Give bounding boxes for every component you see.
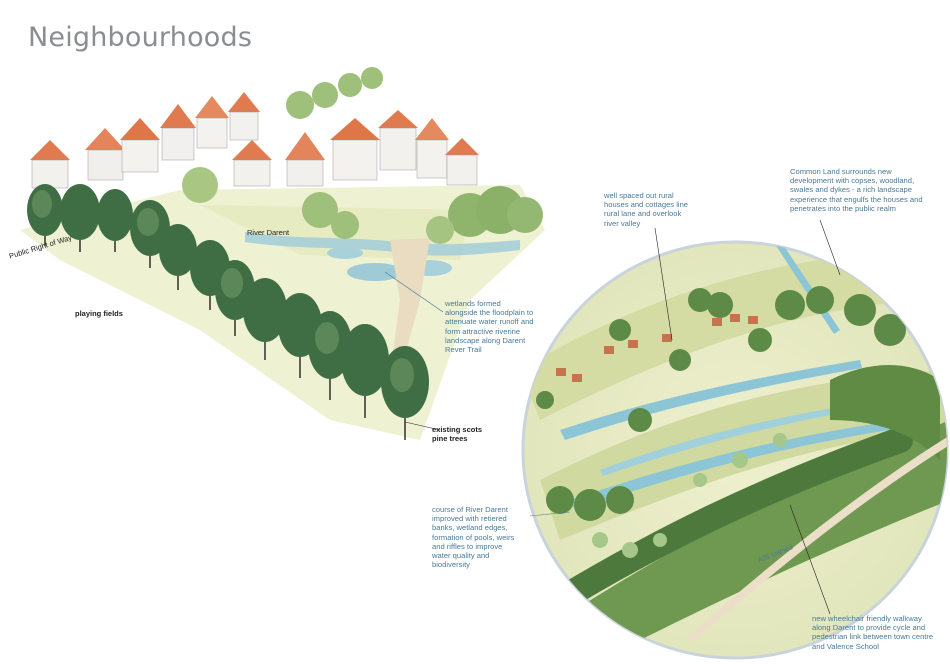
wetlands-annotation: wetlands formed alongside the floodplain… <box>445 299 534 355</box>
playing-fields-label: playing fields <box>75 309 123 318</box>
houses-back <box>30 92 479 189</box>
scots-pine-trees <box>27 184 429 440</box>
scots-pine-label: existing scots pine trees <box>432 425 483 443</box>
perspective-sketch <box>20 67 545 440</box>
river-darent-sketch <box>245 232 520 256</box>
common-land-annotation: Common Land surrounds new development wi… <box>790 167 923 213</box>
page-title: Neighbourhoods <box>28 22 253 53</box>
river-course-annotation: course of River Darent improved with ret… <box>432 505 515 570</box>
site-plan-circle <box>521 219 949 660</box>
houses-annotation: well spaced out rural houses and cottage… <box>604 191 689 228</box>
walkway-annotation: new wheelchair friendly walkway along Da… <box>812 614 934 651</box>
river-darent-label: River Darent <box>247 228 290 237</box>
